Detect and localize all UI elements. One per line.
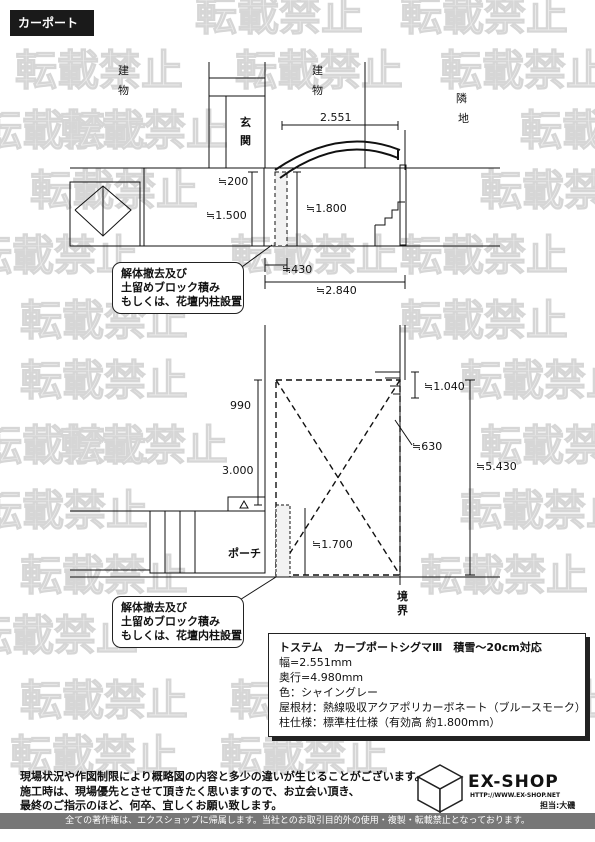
- watermark: 転載禁止: [480, 166, 595, 215]
- callout-line: もしくは、花壇内柱設置: [121, 295, 242, 308]
- label-building-center-1: 建: [312, 63, 323, 77]
- watermark: 転載禁止: [440, 46, 595, 95]
- note-line: 最終のご指示のほど、何卒、宜しくお願い致します。: [20, 799, 283, 812]
- dim-height-left: ≒1.500: [206, 209, 247, 222]
- label-building-left-1: 建: [118, 63, 129, 77]
- diagram-labels: 建 物 建 物 玄 関 隣 地 2.551 ≒200 ≒1.500 ≒1.800…: [118, 63, 517, 617]
- watermark: 転載禁止: [400, 0, 568, 40]
- dim-plan-left: 3.000: [222, 464, 254, 477]
- spec-title: トステム カーブポートシグマⅢ 積雪～20cm対応: [279, 641, 542, 654]
- dim-plan-right-top: ≒1.040: [424, 380, 465, 393]
- callout-elevation: 解体撤去及び 土留めブロック積み もしくは、花壇内柱設置: [112, 262, 244, 314]
- watermark: 転載禁止: [460, 486, 595, 535]
- label-boundary-1: 境: [397, 589, 408, 603]
- dim-gap-top: ≒200: [218, 175, 248, 188]
- spec-box: トステム カーブポートシグマⅢ 積雪～20cm対応 幅=2.551mm 奥行=4…: [268, 633, 586, 737]
- dim-post-height: ≒1.800: [306, 202, 347, 215]
- dim-plan-top-gap: 990: [230, 399, 251, 412]
- watermark: 転載禁止: [400, 296, 568, 345]
- watermark: 転載禁止: [0, 231, 138, 280]
- plan-view: [70, 325, 500, 604]
- watermark: 転載禁止: [20, 356, 188, 405]
- watermark: 転載禁止: [20, 551, 188, 600]
- watermark: 転載禁止: [60, 106, 228, 155]
- watermark: 転載禁止: [195, 0, 363, 40]
- dim-total: ≒2.840: [316, 284, 357, 297]
- elevation-view: [69, 62, 500, 289]
- label-building-center-2: 物: [312, 83, 323, 97]
- callout-line: もしくは、花壇内柱設置: [121, 629, 242, 642]
- notes: 現場状況や作図制限により概略図の内容と多少の違いが生じることがございます。 施工…: [20, 770, 426, 814]
- dim-plan-depth: ≒5.430: [476, 460, 517, 473]
- dim-roof-width: 2.551: [320, 111, 352, 124]
- watermark: 転載禁止: [0, 106, 148, 155]
- copyright-footer: 全ての著作権は、エクスショップに帰属します。当社とのお取引目的外の使用・複製・転…: [0, 813, 595, 829]
- label-entrance-2: 関: [240, 134, 251, 147]
- page-title: カーポート: [10, 10, 94, 36]
- watermark: 転載禁止: [520, 106, 595, 155]
- watermark: 転載禁止: [220, 731, 388, 780]
- spec-line: 奥行=4.980mm: [279, 671, 364, 684]
- watermark: 転載禁止: [0, 421, 148, 470]
- spec-line: 幅=2.551mm: [279, 656, 353, 669]
- dim-plan-eave: ≒630: [412, 440, 442, 453]
- ex-shop-logo-icon: [416, 764, 464, 814]
- callout-line: 土留めブロック積み: [121, 615, 220, 628]
- dim-offset: ≒430: [282, 263, 312, 276]
- watermark: 転載禁止: [480, 421, 595, 470]
- watermark: 転載禁止: [15, 46, 183, 95]
- watermark: 転載禁止: [460, 356, 595, 405]
- note-line: 施工時は、現場優先とさせて頂きたく思いますので、お立会い頂き、: [20, 784, 360, 798]
- watermark: 転載禁止: [10, 731, 178, 780]
- watermark: 転載禁止: [400, 231, 568, 280]
- note-line: 現場状況や作図制限により概略図の内容と多少の違いが生じることがございます。: [20, 770, 426, 783]
- spec-line: 屋根材：熱線吸収アクアポリカーボネート（ブルースモーク）: [279, 701, 586, 714]
- callout-plan: 解体撤去及び 土留めブロック積み もしくは、花壇内柱設置: [112, 596, 244, 648]
- watermark: 転載禁止: [20, 676, 188, 725]
- label-building-left-2: 物: [118, 83, 129, 97]
- watermark: 転載禁止: [235, 46, 403, 95]
- watermark: 転載禁止: [30, 166, 198, 215]
- label-neighbor-2: 地: [458, 112, 469, 125]
- callout-line: 解体撤去及び: [121, 267, 187, 280]
- watermark: 転載禁止: [420, 551, 588, 600]
- spec-line: 色：シャイングレー: [279, 686, 378, 699]
- watermark-layer: 転載禁止 転載禁止 転載禁止 転載禁止 転載禁止 転載禁止 転載禁止 転載禁止 …: [0, 0, 595, 781]
- dim-plan-width: ≒1.700: [312, 538, 353, 551]
- callout-line: 解体撤去及び: [121, 601, 187, 614]
- logo-url: HTTP://WWW.EX-SHOP.NET: [470, 792, 561, 799]
- label-neighbor-1: 隣: [456, 91, 467, 105]
- label-porch: ポーチ: [228, 546, 261, 560]
- callout-line: 土留めブロック積み: [121, 281, 220, 294]
- label-boundary-2: 界: [397, 604, 408, 617]
- logo-name: EX-SHOP: [468, 772, 559, 792]
- watermark: 転載禁止: [60, 421, 228, 470]
- staff-label: 担当:大磯: [540, 801, 576, 810]
- spec-line: 柱仕様：標準柱仕様（有効高 約1.800mm）: [279, 716, 501, 729]
- watermark: 転載禁止: [230, 231, 398, 280]
- label-entrance-1: 玄: [240, 115, 251, 129]
